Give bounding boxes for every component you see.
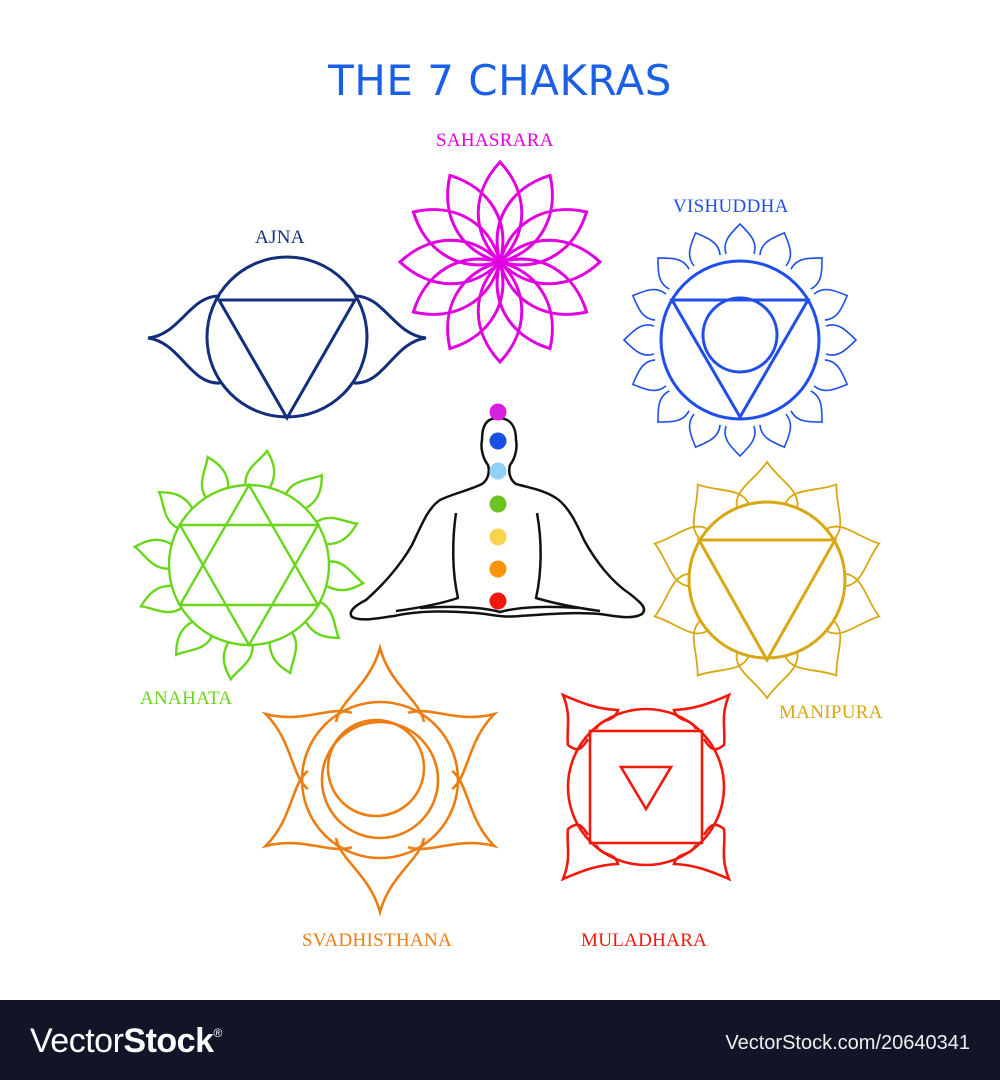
- label-ajna: AJNA: [255, 227, 305, 248]
- page-title: THE 7 CHAKRAS: [328, 56, 672, 105]
- muladhara-symbol-icon: [560, 692, 732, 882]
- svadhisthana-symbol-icon: [261, 643, 499, 917]
- label-anahata: ANAHATA: [140, 688, 233, 709]
- chakra-artwork: [132, 159, 881, 917]
- image-id-text: VectorStock.com/20640341: [725, 1032, 970, 1054]
- dot-sacral: [489, 560, 507, 578]
- anahata-symbol-icon: [132, 448, 366, 682]
- dot-heart: [489, 495, 507, 513]
- dot-throat: [489, 462, 507, 480]
- label-vishuddha: VISHUDDHA: [673, 196, 789, 217]
- vectorstock-logo: VectorStock®: [30, 1022, 223, 1060]
- dot-third-eye: [489, 432, 507, 450]
- chakra-poster: THE 7 CHAKRAS: [132, 56, 883, 951]
- manipura-symbol-icon: [653, 460, 881, 700]
- ajna-symbol-icon: [147, 255, 427, 422]
- label-sahasrara: SAHASRARA: [436, 130, 554, 151]
- sahasrara-symbol-icon: [397, 159, 603, 365]
- dot-root: [489, 592, 507, 610]
- label-manipura: MANIPURA: [779, 702, 883, 723]
- dot-solar-plexus: [489, 528, 507, 546]
- chakra-dots: [489, 403, 507, 610]
- vishuddha-symbol-icon: [622, 222, 858, 458]
- dot-crown: [489, 403, 507, 421]
- watermark-footer: VectorStock® VectorStock.com/20640341: [0, 1000, 1000, 1080]
- meditating-figure-icon: [349, 416, 646, 621]
- label-muladhara: MULADHARA: [581, 930, 708, 951]
- label-svadhisthana: SVADHISTHANA: [302, 930, 452, 951]
